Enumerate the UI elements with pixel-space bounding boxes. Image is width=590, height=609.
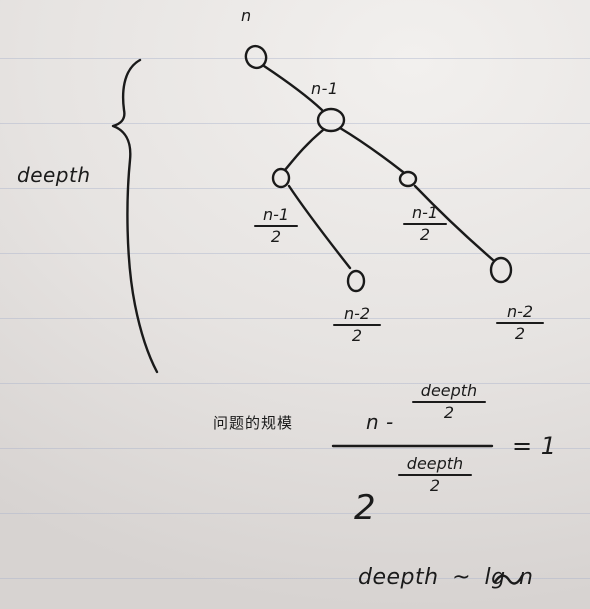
scribble-note: 问题的规模 — [213, 414, 294, 432]
equation-rhs: = 1 — [512, 432, 557, 460]
ruled-line — [0, 448, 590, 449]
left-child-fraction: n-1 2 — [254, 207, 298, 245]
root-label: n — [241, 6, 252, 25]
tree-node-left-child — [271, 167, 291, 189]
ruled-line — [0, 188, 590, 189]
fraction-bar — [412, 401, 486, 403]
right-leaf-numerator: n-2 — [506, 302, 534, 321]
depth-label: deepth — [17, 163, 91, 187]
ruled-line — [0, 58, 590, 59]
ruled-line — [0, 383, 590, 384]
tilde — [493, 574, 524, 585]
ruled-line — [0, 253, 590, 254]
tree-node-right-leaf — [489, 256, 513, 284]
right-leaf-fraction: n-2 2 — [496, 304, 544, 342]
depth-brace — [111, 58, 159, 374]
right-child-fraction: n-1 2 — [403, 205, 447, 243]
equation-top-denominator: 2 — [443, 403, 455, 422]
tree-edge — [338, 126, 405, 174]
tree-edge — [283, 128, 325, 172]
tree-edge — [413, 184, 495, 262]
fraction-bar — [403, 223, 447, 225]
equation-exponent-numerator: deepth — [406, 454, 464, 473]
fraction-bar — [333, 324, 381, 326]
equation-top-fraction: deepth 2 — [412, 383, 486, 421]
ruled-line — [0, 318, 590, 319]
ruled-line — [0, 123, 590, 124]
left-child-numerator: n-1 — [262, 205, 290, 224]
left-child-denominator: 2 — [270, 227, 282, 246]
right-leaf-denominator: 2 — [514, 324, 526, 343]
ruled-line — [0, 578, 590, 579]
fraction-bar — [398, 474, 472, 476]
tree-node-level1 — [316, 107, 346, 133]
tree-node-right-child — [398, 170, 418, 188]
right-child-numerator: n-1 — [411, 203, 439, 222]
equation-exponent-denominator: 2 — [429, 476, 441, 495]
equation-base: 2 — [354, 488, 377, 528]
ruled-line — [0, 513, 590, 514]
fraction-bar — [496, 322, 544, 324]
left-leaf-denominator: 2 — [351, 326, 363, 345]
equation-top-numerator: deepth — [420, 381, 478, 400]
level1-label: n-1 — [311, 79, 339, 98]
result-line: deepth ~ lg n — [358, 565, 534, 590]
left-leaf-fraction: n-2 2 — [333, 306, 381, 344]
tree-node-root — [244, 44, 268, 70]
left-leaf-numerator: n-2 — [343, 304, 371, 323]
tree-node-left-leaf — [346, 269, 366, 293]
equation-top-lhs: n - — [366, 410, 394, 434]
tree-edge — [287, 184, 352, 270]
tree-edge — [262, 64, 324, 112]
fraction-bar — [254, 225, 298, 227]
equation-exponent-fraction: deepth 2 — [398, 456, 472, 494]
right-child-denominator: 2 — [419, 225, 431, 244]
